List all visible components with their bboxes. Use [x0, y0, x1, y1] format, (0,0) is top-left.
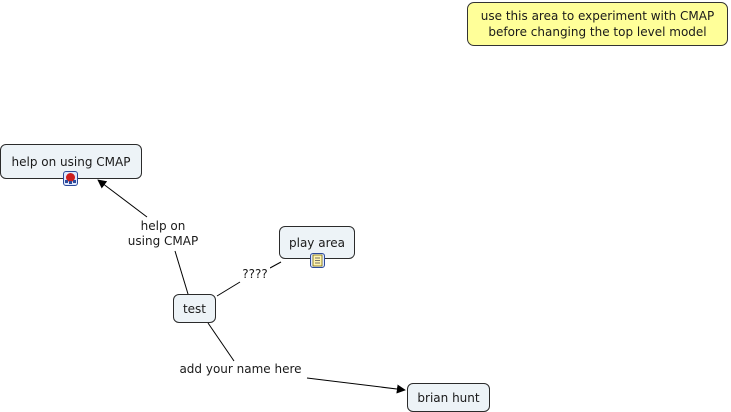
link-line-test-to-play-label — [216, 281, 241, 297]
link-label-help-on-using-cmap[interactable]: help on using CMAP — [126, 219, 200, 249]
concept-label: test — [182, 301, 207, 316]
concept-map-resource-icon[interactable] — [63, 171, 78, 186]
concept-label: brian hunt — [417, 390, 480, 405]
note-line-1: use this area to experiment with CMAP — [480, 9, 715, 23]
link-line-test-to-name-label — [207, 322, 235, 362]
link-label-text: add your name here — [179, 362, 302, 376]
link-arrow-to-help — [97, 179, 148, 218]
link-label-line-1: help on — [140, 219, 186, 233]
link-line-test-to-help-label — [174, 250, 189, 295]
concept-label: help on using CMAP — [11, 154, 131, 169]
document-resource-icon[interactable] — [310, 253, 325, 268]
link-label-play[interactable]: ???? — [240, 267, 270, 282]
note-line-2: before changing the top level model — [488, 25, 707, 39]
link-label-line-2: using CMAP — [127, 234, 199, 248]
concept-test[interactable]: test — [173, 294, 216, 323]
instruction-note[interactable]: use this area to experiment with CMAP be… — [467, 2, 728, 46]
link-line-play-label-to-play — [269, 261, 282, 269]
concept-play-area[interactable]: play area — [279, 226, 355, 259]
link-label-text: ???? — [242, 267, 268, 281]
concept-brian-hunt[interactable]: brian hunt — [407, 383, 490, 412]
concept-label: play area — [289, 235, 345, 250]
link-arrow-to-brian — [306, 377, 406, 394]
link-label-add-your-name[interactable]: add your name here — [175, 362, 306, 377]
